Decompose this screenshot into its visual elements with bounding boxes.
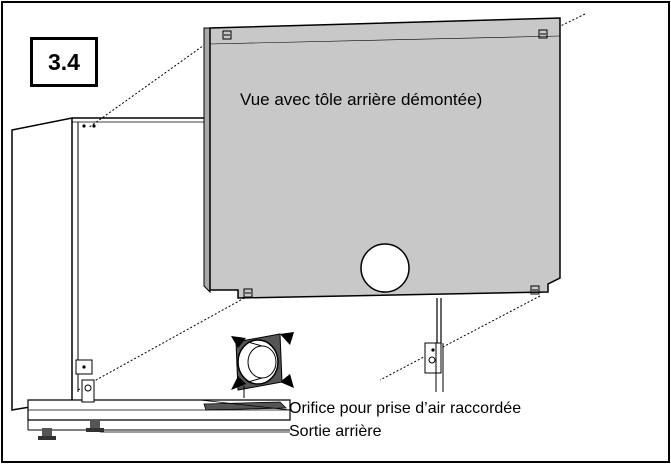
panel-caption: Vue avec tôle arrière démontée) — [240, 90, 483, 109]
foot — [42, 428, 52, 438]
base-opening — [203, 401, 287, 411]
back-panel-plate — [209, 17, 561, 299]
step-number: 3.4 — [30, 37, 98, 87]
screw-icon — [92, 124, 96, 128]
screw-icon — [530, 285, 540, 295]
back-panel-shadow — [203, 27, 211, 294]
screw-icon — [82, 124, 86, 128]
arrow-icon — [231, 332, 294, 390]
air-intake-hole — [360, 243, 410, 293]
screw-icon — [538, 29, 548, 39]
rear-bracket — [424, 342, 444, 392]
screw-icon — [243, 288, 253, 298]
callout-leader — [199, 399, 291, 411]
foot — [90, 420, 100, 430]
callout-air-intake-orifice: Orifice pour prise d’air raccordée — [289, 400, 522, 417]
screw-icon — [222, 30, 232, 40]
callout-rear-outlet: Sortie arrière — [289, 423, 382, 440]
air-intake-flange-icon — [235, 333, 283, 391]
cabinet-side — [11, 117, 73, 411]
back-panel — [203, 17, 561, 299]
